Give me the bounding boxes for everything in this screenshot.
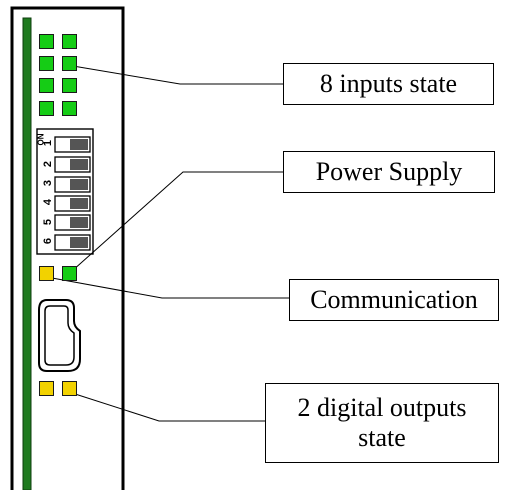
digital-outputs-text: 2 digital outputs state: [297, 393, 467, 452]
digital-outputs-label: 2 digital outputs state: [265, 383, 499, 463]
dip-knob-6: [70, 237, 88, 248]
communication-text: Communication: [310, 285, 478, 315]
input-led-7: [39, 101, 54, 116]
power-supply-led: [62, 266, 77, 281]
output-led-2: [62, 381, 77, 396]
input-led-3: [39, 56, 54, 71]
input-led-5: [39, 78, 54, 93]
inputs-state-text: 8 inputs state: [319, 69, 458, 99]
dip-number-4: 4: [42, 198, 54, 206]
dip-number-3: 3: [42, 179, 54, 187]
dip-knob-3: [70, 179, 88, 190]
communication-port-inner: [44, 305, 75, 366]
dip-switch-slots: [54, 136, 91, 251]
communication-label: Communication: [289, 279, 499, 321]
dip-knob-2: [70, 159, 88, 170]
communication-port: [38, 299, 81, 372]
din-rail: [22, 17, 32, 490]
dip-number-6: 6: [42, 237, 54, 245]
dip-number-5: 5: [42, 218, 54, 226]
communication-led: [39, 266, 54, 281]
leader-line-power: [71, 171, 283, 272]
dip-number-1: 1: [42, 139, 54, 147]
input-led-8: [62, 101, 77, 116]
power-supply-text: Power Supply: [315, 157, 463, 187]
output-led-1: [39, 381, 54, 396]
power-supply-label: Power Supply: [283, 151, 495, 193]
dip-knob-1: [70, 139, 88, 150]
device-housing: [10, 6, 125, 490]
leader-line-inputs: [72, 65, 283, 85]
leader-line-outputs: [71, 392, 265, 422]
dip-number-2: 2: [42, 160, 54, 168]
dip-knob-5: [70, 217, 88, 228]
input-led-2: [62, 34, 77, 49]
input-led-6: [62, 78, 77, 93]
input-led-1: [39, 34, 54, 49]
input-led-4: [62, 56, 77, 71]
dip-knob-4: [70, 198, 88, 209]
leader-line-communication: [51, 277, 289, 299]
inputs-state-label: 8 inputs state: [283, 63, 494, 105]
